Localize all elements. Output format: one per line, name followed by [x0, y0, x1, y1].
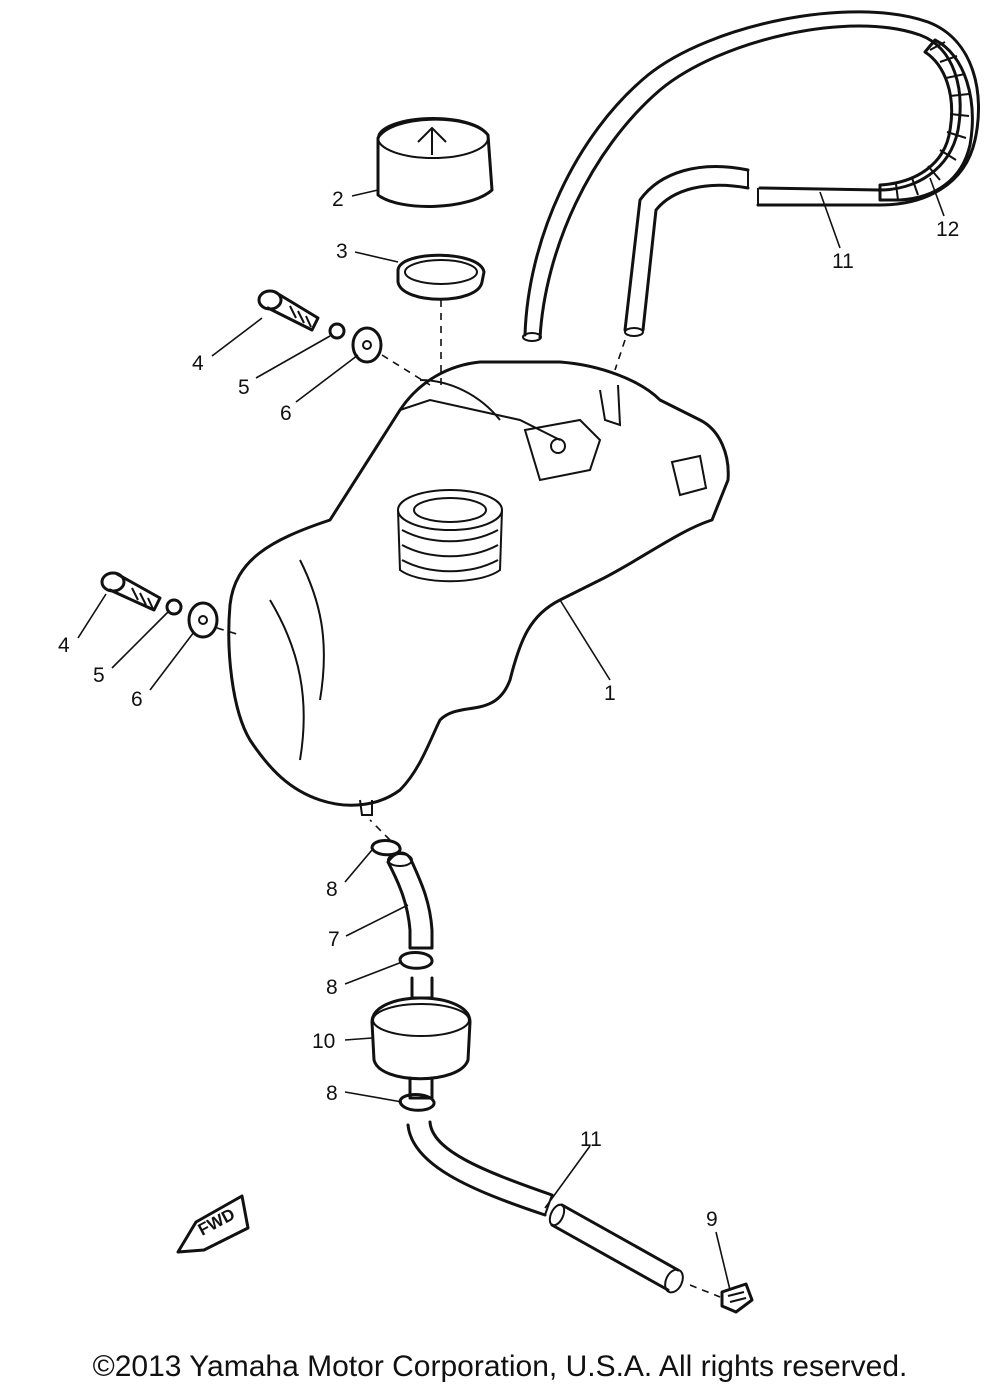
- mount-bolt-upper: [257, 289, 320, 332]
- callout-5-lower: 5: [93, 664, 105, 687]
- fuel-hose-lower: [406, 1120, 684, 1294]
- breather-hose: [522, 10, 981, 342]
- leader-8a: [344, 849, 373, 883]
- leader-11b: [544, 1145, 591, 1209]
- assembly-line-breather: [614, 339, 626, 371]
- leader-6b: [149, 631, 195, 691]
- spring-washer-upper: [328, 322, 346, 340]
- callout-10: 10: [312, 1030, 335, 1053]
- leader-10: [344, 1037, 373, 1041]
- callout-3: 3: [336, 240, 348, 263]
- fuel-filter: [370, 976, 472, 1100]
- leader-2: [351, 189, 379, 197]
- leader-11a: [819, 191, 841, 249]
- leader-6a: [295, 354, 359, 403]
- leader-1: [559, 599, 611, 681]
- callout-4-lower: 4: [58, 634, 70, 657]
- fuel-cap: [376, 117, 494, 208]
- fuel-tank: [227, 360, 730, 816]
- callout-6-lower: 6: [131, 688, 143, 711]
- flat-washer-upper: [351, 326, 383, 364]
- leader-5a: [255, 335, 331, 379]
- callout-1: 1: [604, 682, 616, 705]
- hose-clip-c: [398, 1093, 436, 1112]
- fwd-arrow-icon: FWD: [176, 1194, 250, 1254]
- copyright-notice: ©2013 Yamaha Motor Corporation, U.S.A. A…: [92, 1350, 908, 1383]
- leader-12: [929, 177, 945, 217]
- callout-7: 7: [328, 928, 340, 951]
- cap-gasket: [396, 253, 486, 301]
- leader-5b: [111, 611, 169, 669]
- hose-protector: [878, 38, 974, 202]
- callout-2: 2: [332, 188, 344, 211]
- leader-8b: [344, 961, 403, 985]
- assembly-line-bolt-upper: [381, 354, 431, 386]
- assembly-line-hose: [689, 1284, 721, 1298]
- fuel-pipe: [386, 851, 434, 950]
- callout-9: 9: [706, 1208, 718, 1231]
- callout-5-upper: 5: [238, 376, 250, 399]
- callout-8-top: 8: [326, 878, 338, 901]
- callout-11-upper: 11: [832, 250, 854, 273]
- callout-6-upper: 6: [280, 402, 292, 425]
- leader-9: [715, 1231, 731, 1291]
- leader-4b: [77, 593, 107, 639]
- callout-11-lower: 11: [580, 1128, 602, 1151]
- callout-12: 12: [936, 218, 959, 241]
- flat-washer-lower: [187, 601, 219, 639]
- exploded-parts-diagram: 1 2 3 4 5 6 4 5 6 7 8 8 8 9 10 11 11 12 …: [58, 10, 981, 1314]
- spring-washer-lower: [165, 598, 183, 616]
- assembly-line-bolt-lower: [216, 627, 241, 636]
- leader-8c: [344, 1091, 403, 1103]
- leader-3: [354, 251, 399, 263]
- hose-clip-b: [398, 951, 434, 970]
- callout-8-bottom: 8: [326, 1082, 338, 1105]
- callout-8-middle: 8: [326, 976, 338, 999]
- assembly-line-pipe: [369, 819, 391, 841]
- leader-7: [345, 904, 409, 937]
- leader-4a: [211, 317, 263, 357]
- mount-bolt-lower: [100, 571, 162, 612]
- hose-clamp: [720, 1282, 754, 1314]
- hose-clip-a: [370, 839, 402, 857]
- callout-4-upper: 4: [192, 352, 204, 375]
